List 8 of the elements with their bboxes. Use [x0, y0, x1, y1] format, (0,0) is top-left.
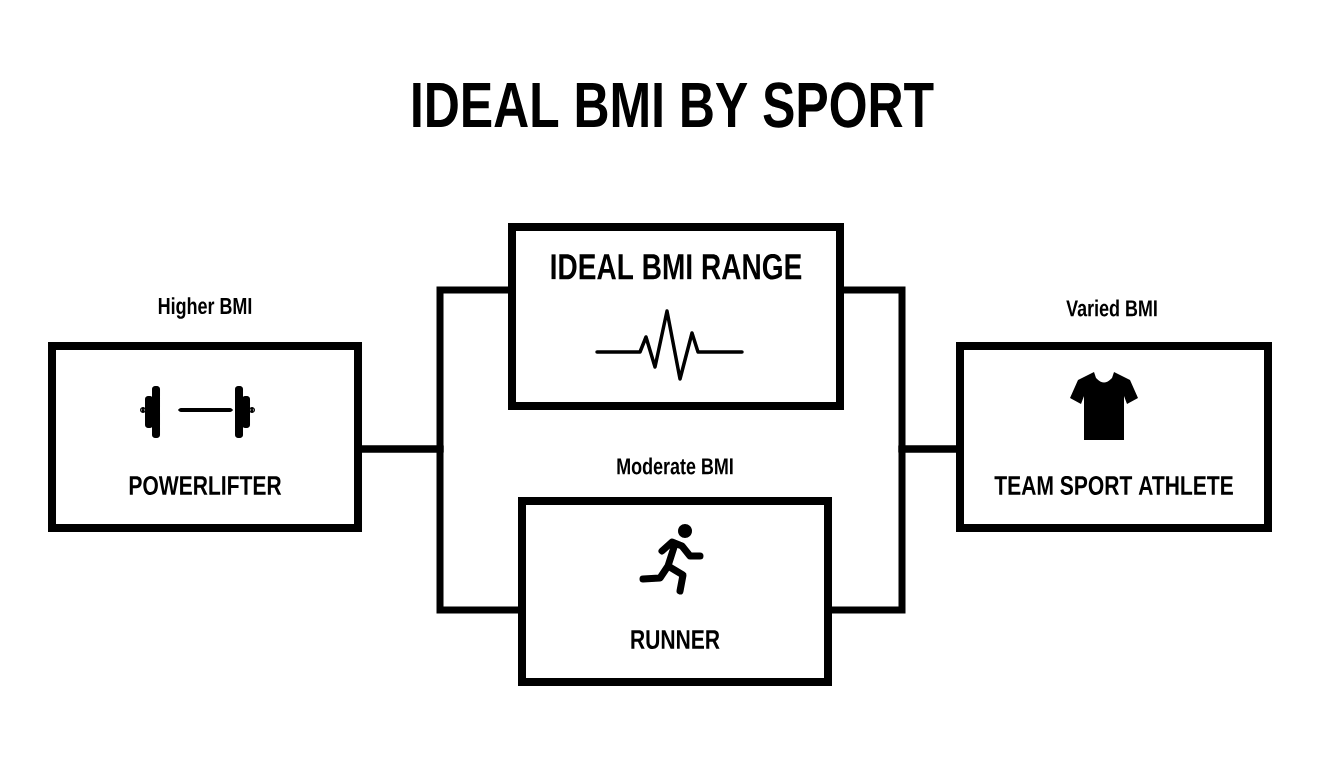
- title: IDEAL BMI BY SPORT: [413, 82, 934, 128]
- category-label: Higher BMI: [158, 297, 252, 319]
- box: RUNNER: [518, 497, 832, 686]
- category-label: Varied BMI: [1066, 299, 1157, 317]
- box: IDEAL BMI RANGE: [508, 223, 844, 410]
- box: POWERLIFTER: [48, 342, 362, 532]
- box: TEAM SPORT ATHLETE: [956, 342, 1272, 532]
- category-label: Moderate BMI: [617, 457, 733, 475]
